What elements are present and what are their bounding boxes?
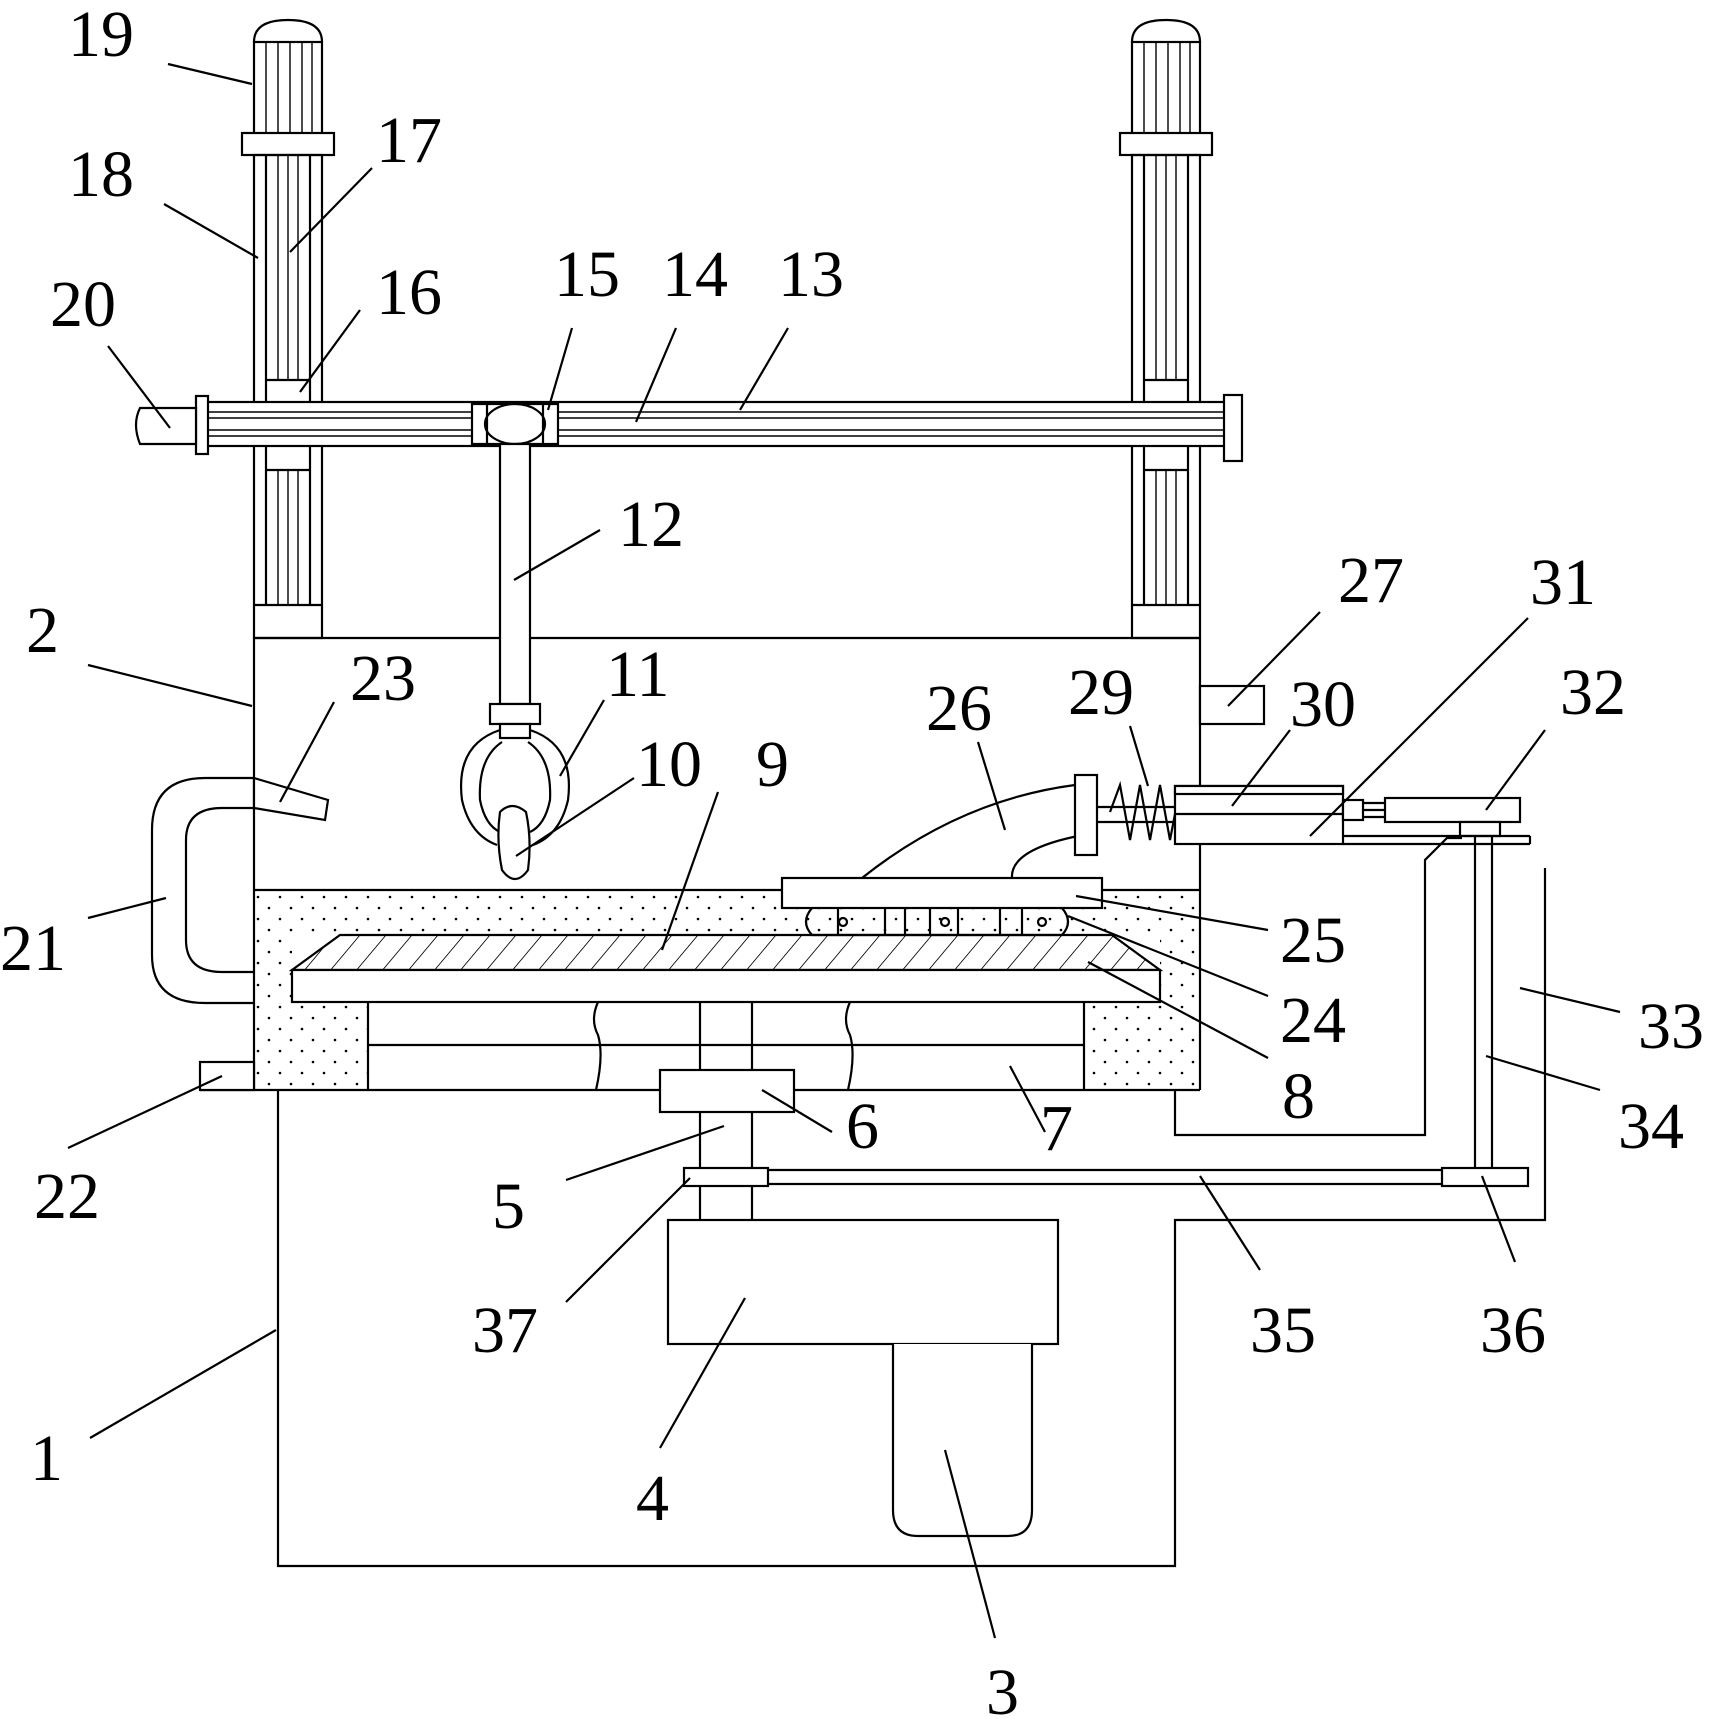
label-7: 7 xyxy=(1040,1092,1073,1165)
leader-14 xyxy=(634,327,678,423)
leader-19 xyxy=(167,62,253,86)
label-30: 30 xyxy=(1290,668,1356,741)
leader-27 xyxy=(1227,611,1321,707)
leader-33 xyxy=(1519,986,1621,1014)
leader-6 xyxy=(761,1089,833,1133)
label-32: 32 xyxy=(1560,656,1626,729)
label-5: 5 xyxy=(492,1170,525,1243)
label-9: 9 xyxy=(756,728,789,801)
label-24: 24 xyxy=(1280,984,1346,1057)
work-table xyxy=(288,933,1164,1220)
label-2: 2 xyxy=(26,594,59,667)
leader-37 xyxy=(565,1177,691,1303)
piston-assembly xyxy=(1073,684,1532,857)
label-31: 31 xyxy=(1530,546,1596,619)
leader-5 xyxy=(565,1124,725,1182)
leader-10 xyxy=(515,777,635,857)
leader-29 xyxy=(1128,725,1150,787)
label-3: 3 xyxy=(986,1656,1019,1719)
label-10: 10 xyxy=(636,728,702,801)
label-13: 13 xyxy=(778,238,844,311)
base-box xyxy=(276,868,1547,1568)
leader-21 xyxy=(87,896,167,920)
leader-4 xyxy=(659,1297,746,1449)
leader-12 xyxy=(513,529,601,581)
brush-assembly xyxy=(780,783,1104,937)
label-8: 8 xyxy=(1282,1060,1315,1133)
label-21: 21 xyxy=(0,912,66,985)
leader-31 xyxy=(1309,617,1529,837)
leader-7 xyxy=(1009,1065,1046,1133)
leader-24 xyxy=(1067,914,1269,998)
label-34: 34 xyxy=(1618,1090,1684,1163)
label-35: 35 xyxy=(1250,1294,1316,1367)
label-29: 29 xyxy=(1068,656,1134,729)
label-22: 22 xyxy=(34,1160,100,1233)
label-20: 20 xyxy=(50,268,116,341)
label-12: 12 xyxy=(618,488,684,561)
label-1: 1 xyxy=(30,1422,63,1495)
label-25: 25 xyxy=(1280,904,1346,977)
leader-22 xyxy=(67,1075,223,1149)
label-4: 4 xyxy=(636,1462,669,1535)
leader-35 xyxy=(1199,1175,1261,1271)
label-18: 18 xyxy=(68,138,134,211)
side-pipe xyxy=(150,776,330,1092)
leader-9 xyxy=(660,791,720,951)
label-26: 26 xyxy=(926,672,992,745)
drive-motor xyxy=(666,822,1530,1538)
leader-25 xyxy=(1075,894,1269,932)
label-36: 36 xyxy=(1480,1294,1546,1367)
leader-13 xyxy=(739,327,789,411)
label-17: 17 xyxy=(376,104,442,177)
label-37: 37 xyxy=(472,1294,538,1367)
leader-20 xyxy=(107,345,171,429)
label-27: 27 xyxy=(1338,544,1404,617)
leader-26 xyxy=(976,741,1007,831)
label-14: 14 xyxy=(662,238,728,311)
leader-36 xyxy=(1480,1175,1517,1263)
leader-15 xyxy=(546,327,574,411)
crossbeam xyxy=(134,393,1244,463)
leader-23 xyxy=(279,701,335,803)
label-19: 19 xyxy=(68,0,134,71)
leader-8 xyxy=(1087,961,1269,1059)
label-33: 33 xyxy=(1638,990,1704,1063)
leader-11 xyxy=(559,699,605,777)
label-16: 16 xyxy=(376,256,442,329)
leader-lines xyxy=(67,62,1621,1639)
leader-32 xyxy=(1485,729,1546,811)
label-11: 11 xyxy=(606,638,670,711)
right-column xyxy=(1118,18,1214,640)
leader-18 xyxy=(163,203,259,259)
leader-3 xyxy=(943,1449,997,1639)
leader-1 xyxy=(89,1329,277,1439)
label-6: 6 xyxy=(846,1090,879,1163)
leader-34 xyxy=(1485,1054,1601,1092)
left-column xyxy=(240,18,336,640)
leader-17 xyxy=(289,167,373,253)
leader-16 xyxy=(299,309,361,393)
gripper-assembly xyxy=(460,442,570,881)
label-23: 23 xyxy=(350,642,416,715)
leader-30 xyxy=(1231,729,1291,807)
label-15: 15 xyxy=(554,238,620,311)
leader-2 xyxy=(87,663,253,708)
